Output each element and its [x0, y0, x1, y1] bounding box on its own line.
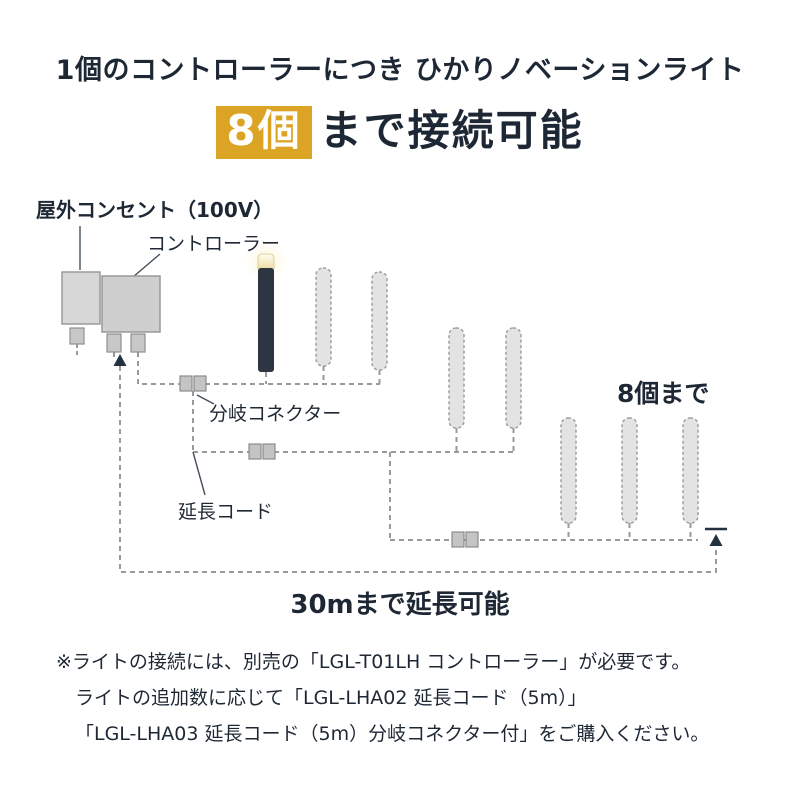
light-bar-6 — [560, 417, 577, 524]
label-pointer-lines — [79, 226, 215, 496]
branch-connector-label: 分岐コネクター — [209, 403, 342, 425]
light-bar-7 — [621, 417, 638, 524]
measure-arrow-right-icon — [709, 534, 723, 546]
count-highlight-badge: 8個 — [216, 106, 312, 160]
footnote: ※ライトの接続には、別売の「LGL-T01LH コントローラー」が必要です。 ラ… — [56, 644, 770, 752]
footnote-line1: ※ライトの接続には、別売の「LGL-T01LH コントローラー」が必要です。 — [56, 651, 691, 673]
outlet-plug — [69, 327, 85, 345]
header: 1個のコントローラーにつき ひかりノベーションライト 8個まで接続可能 — [0, 0, 800, 160]
controller-plug-1 — [106, 333, 122, 353]
branch-connector-1 — [179, 375, 207, 392]
extension-length-label: 30mまで延長可能 — [290, 590, 510, 620]
footnote-line3: 「LGL-LHA03 延長コード（5m）分岐コネクター付」をご購入ください。 — [75, 723, 710, 746]
length-measure-line — [113, 354, 727, 573]
light-bar-8 — [682, 417, 699, 524]
placeholder-lights — [315, 267, 699, 524]
light-body — [258, 268, 274, 372]
max-count-label: 8個まで — [617, 379, 710, 408]
header-line2: 8個まで接続可能 — [0, 97, 800, 160]
branch-connector-2 — [248, 443, 276, 460]
signal-cables — [113, 352, 698, 541]
light-bar-4 — [448, 327, 465, 429]
branch-connector-3 — [451, 531, 479, 548]
light-bar-2 — [315, 267, 332, 367]
light-1-lit — [244, 240, 288, 372]
header-line1: 1個のコントローラーにつき ひかりノベーションライト — [55, 55, 745, 86]
footnote-line2: ライトの追加数に応じて「LGL-LHA02 延長コード（5m）」 — [75, 687, 587, 710]
extension-cord-label: 延長コード — [178, 501, 274, 523]
controller-plug-2 — [130, 333, 146, 353]
light-bar-5 — [505, 327, 522, 429]
controller-box — [101, 275, 161, 353]
outdoor-outlet-box — [61, 271, 101, 356]
measure-arrow-left-icon — [113, 354, 127, 366]
outlet-label: 屋外コンセント（100V） — [36, 198, 274, 222]
controller-label: コントローラー — [147, 233, 281, 255]
light-bar-3 — [371, 271, 388, 371]
header-line2-rest: まで接続可能 — [319, 106, 584, 155]
branch-connectors — [179, 375, 479, 548]
